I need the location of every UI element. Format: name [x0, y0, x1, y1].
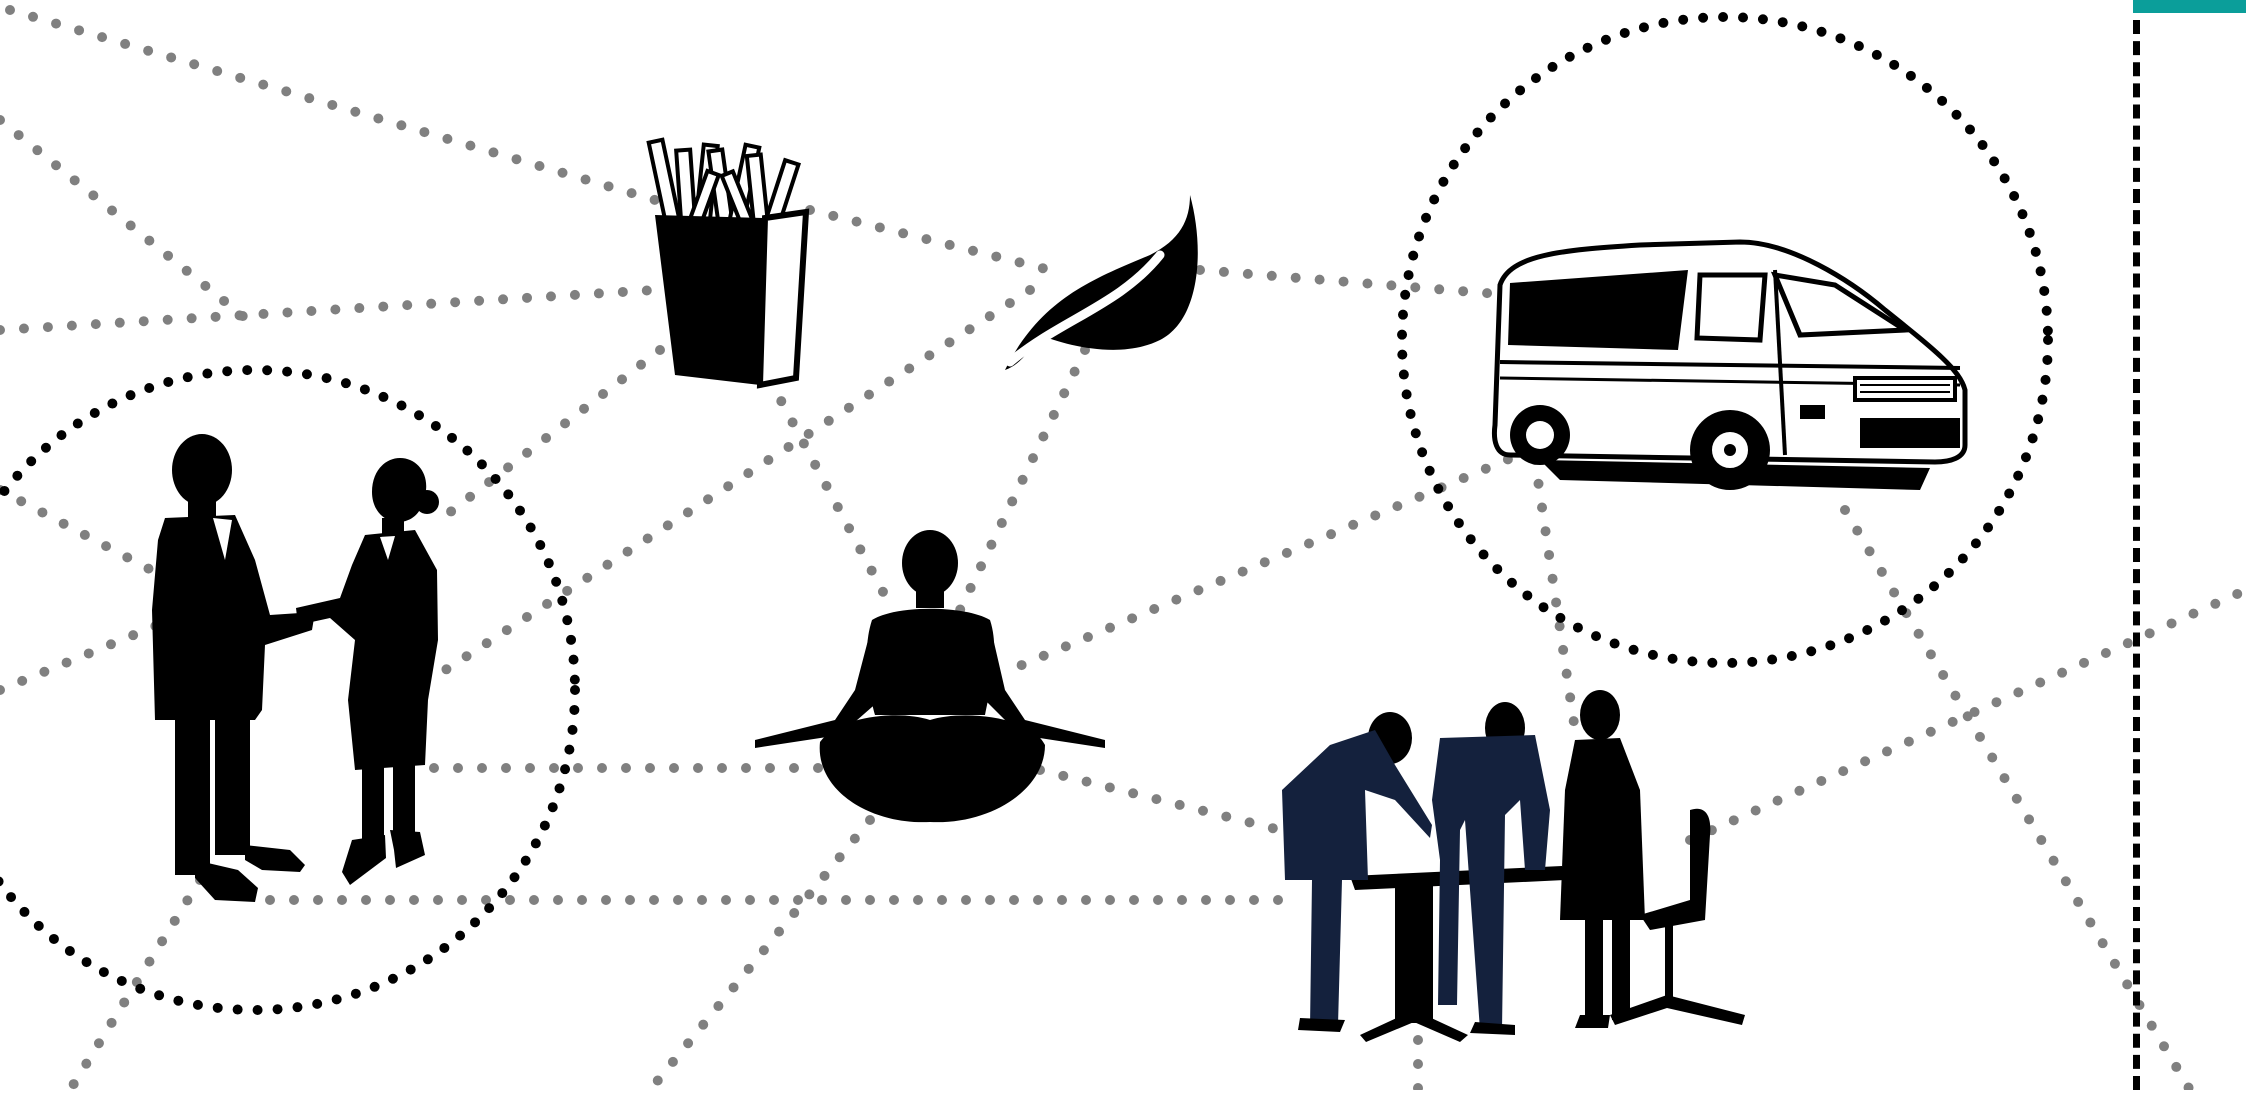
connector-line: [810, 210, 1050, 270]
van-icon: [1494, 242, 1965, 490]
edge-divider: [2133, 20, 2140, 1090]
french-fries-icon: [649, 140, 806, 385]
connector-line: [960, 350, 1085, 610]
connector-line: [0, 290, 655, 330]
connector-line: [70, 880, 200, 1090]
connector-line: [0, 120, 260, 330]
leaf-icon: [1005, 195, 1198, 370]
connector-line: [1535, 460, 1575, 730]
meditation-person-icon: [755, 530, 1105, 822]
accent-bar: [2133, 0, 2246, 13]
group-rings: [0, 17, 2048, 1010]
business-group-ring: [0, 370, 575, 1010]
office-team-icon: [1282, 690, 1745, 1042]
handshake-people-icon: [152, 434, 439, 902]
connector-line: [770, 380, 890, 605]
connector-line: [0, 490, 170, 580]
connector-line: [1010, 450, 1530, 670]
connector-line: [440, 350, 660, 520]
connector-line: [1040, 770, 1280, 830]
connector-lines: [0, 10, 2246, 1090]
connector-line: [0, 620, 170, 690]
connector-line: [650, 820, 870, 1090]
connector-line: [1200, 270, 1510, 295]
connector-line: [10, 10, 655, 200]
